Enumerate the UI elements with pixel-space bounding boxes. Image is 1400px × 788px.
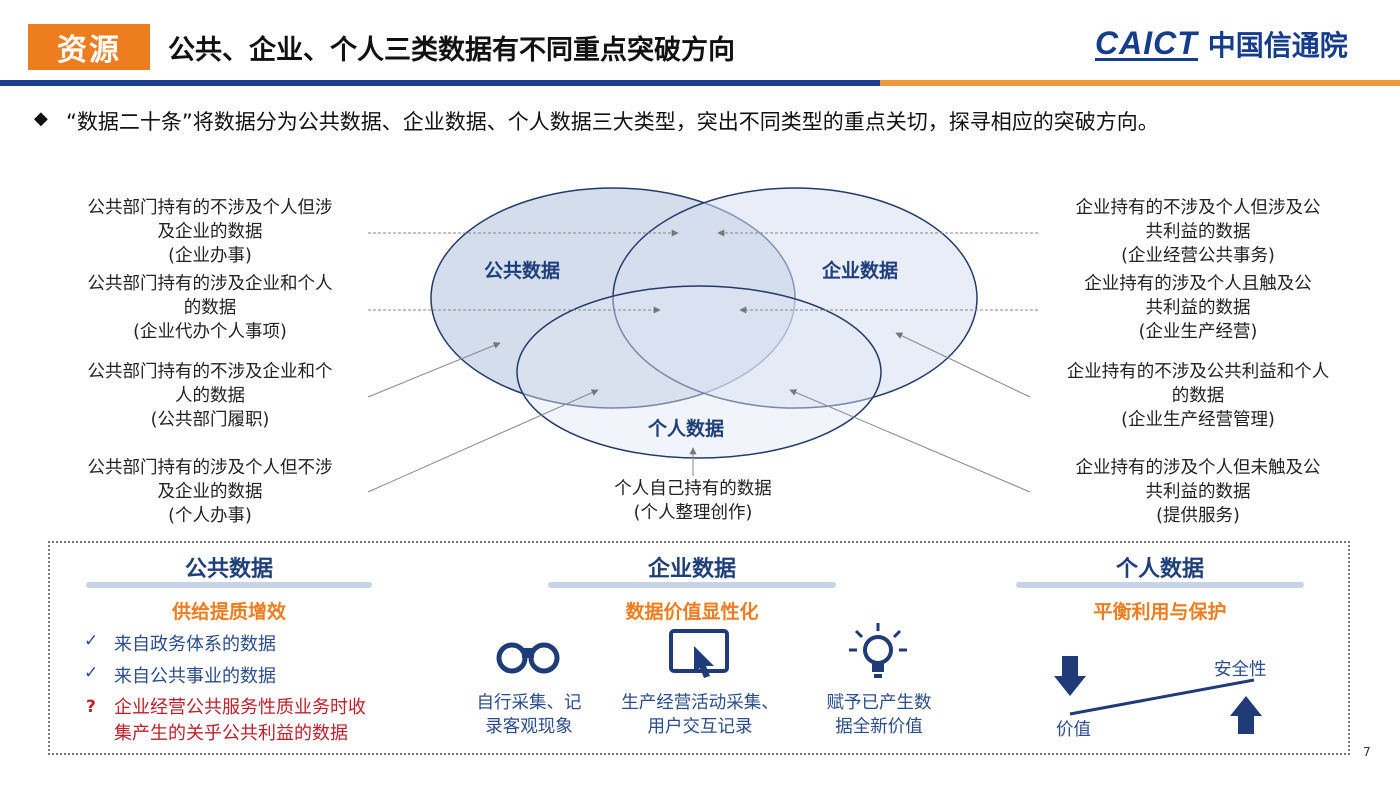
personal-security-label: 安全性: [1214, 660, 1267, 680]
venn-label-enterprise: 企业数据: [822, 260, 899, 282]
right-label-2: 企业持有的涉及个人且触及公共利益的数据(企业生产经营): [1084, 274, 1312, 342]
left-label-3: 公共部门持有的不涉及企业和个人的数据(公共部门履职): [87, 362, 333, 430]
right-label-3: 企业持有的不涉及公共利益和个人的数据(企业生产经营管理): [1066, 362, 1330, 430]
lightbulb-icon: [849, 623, 907, 678]
leader-line: [367, 342, 501, 398]
public-item-2: 来自公共事业的数据: [114, 666, 276, 687]
intro-text: “数据二十条”将数据分为公共数据、企业数据、个人数据三大类型，突出不同类型的重点…: [66, 110, 1159, 134]
enterprise-subtitle: 数据价值显性化: [625, 601, 759, 623]
right-label-1: 企业持有的不涉及个人但涉及公共利益的数据(企业经营公共事务): [1075, 198, 1321, 266]
leader-line: [895, 332, 1031, 398]
public-title-bar: [86, 582, 372, 588]
public-item-1: 来自政务体系的数据: [114, 634, 276, 655]
personal-subtitle: 平衡利用与保护: [1093, 601, 1227, 623]
public-title: 公共数据: [184, 557, 273, 582]
enterprise-title: 企业数据: [647, 557, 736, 582]
arrow-up-icon: [1230, 696, 1262, 734]
logo-text-cn: 中国信通院: [1207, 29, 1348, 62]
check-icon: ✓: [84, 631, 99, 651]
left-label-1: 公共部门持有的不涉及个人但涉及企业的数据(企业办事): [87, 198, 333, 266]
logo-text-en: CAICT: [1095, 24, 1198, 61]
caict-logo: CAICT 中国信通院: [1095, 24, 1348, 64]
question-icon: ?: [86, 697, 96, 717]
personal-title-bar: [1016, 582, 1304, 588]
enterprise-item-1: 自行采集、记录客观现象: [476, 693, 582, 737]
binoculars-icon: [496, 642, 560, 674]
venn-circle-enterprise: [612, 187, 978, 409]
left-label-2: 公共部门持有的涉及企业和个人的数据(企业代办个人事项): [87, 274, 333, 342]
public-question-text: 企业经营公共服务性质业务时收集产生的关乎公共利益的数据: [114, 697, 366, 744]
left-label-4: 公共部门持有的涉及个人但不涉及企业的数据(个人办事): [87, 458, 333, 526]
touchscreen-icon: [669, 629, 729, 678]
arrow-down-icon: [1054, 656, 1086, 696]
section-tag: 资源: [28, 24, 150, 70]
bullet-diamond-icon: ◆: [34, 108, 48, 129]
enterprise-item-3: 赋予已产生数据全新价值: [826, 693, 932, 737]
venn-label-personal: 个人数据: [648, 418, 725, 440]
leader-line: [789, 389, 1031, 493]
balance-graphic: [1054, 656, 1262, 734]
check-icon: ✓: [84, 663, 99, 683]
page-number: 7: [1363, 745, 1371, 759]
summary-box: [48, 541, 1350, 755]
page-title: 公共、企业、个人三类数据有不同重点突破方向: [168, 34, 735, 66]
public-subtitle: 供给提质增效: [171, 601, 286, 623]
center-label: 个人自己持有的数据(个人整理创作): [614, 479, 772, 523]
header-divider-blue: [0, 80, 880, 86]
venn-circle-personal: [516, 285, 882, 459]
header-divider-orange: [880, 80, 1400, 86]
enterprise-item-2: 生产经营活动采集、用户交互记录: [621, 693, 779, 737]
enterprise-title-bar: [548, 582, 836, 588]
personal-value-label: 价值: [1056, 720, 1091, 740]
personal-title: 个人数据: [1115, 557, 1204, 582]
right-label-4: 企业持有的涉及个人但未触及公共利益的数据(提供服务): [1075, 458, 1321, 526]
leader-line: [367, 389, 599, 493]
venn-label-public: 公共数据: [484, 260, 561, 282]
balance-line: [1069, 678, 1255, 716]
